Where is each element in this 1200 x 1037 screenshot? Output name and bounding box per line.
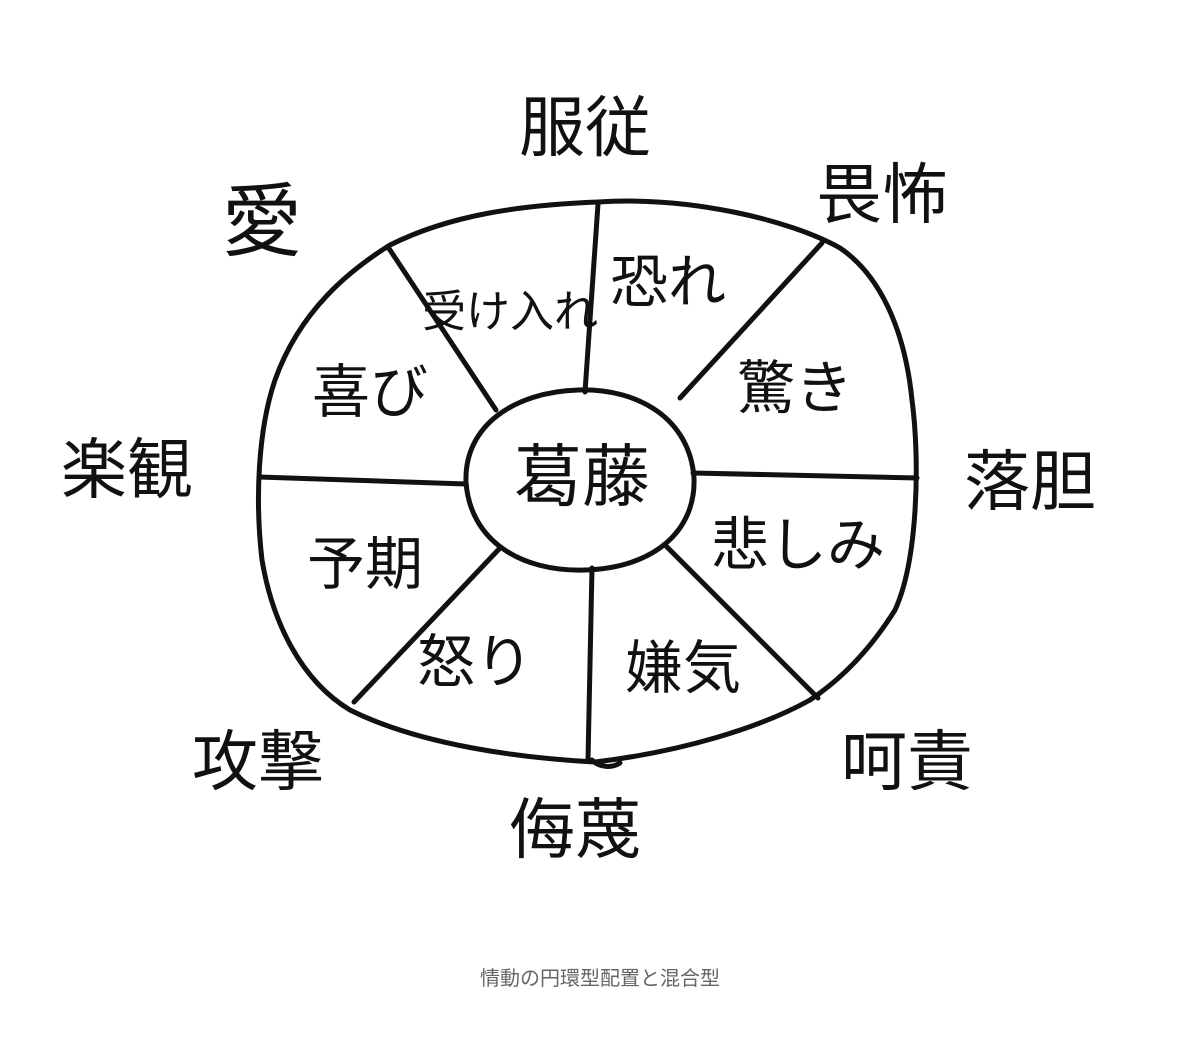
outer-label-remorse: 呵責 — [841, 724, 973, 801]
sector-label-acceptance: 受け入れ — [422, 287, 598, 338]
bottom-tick — [589, 757, 623, 769]
spoke-top-right — [677, 240, 825, 401]
outer-label-submission: 服従 — [519, 90, 651, 167]
spoke-top — [582, 201, 601, 395]
outer-label-awe: 畏怖 — [816, 157, 948, 234]
outer-label-contempt: 侮蔑 — [509, 792, 641, 869]
outer-label-aggressiveness: 攻撃 — [192, 724, 324, 801]
outer-label-optimism: 楽観 — [61, 432, 193, 509]
sector-label-anger: 怒り — [417, 628, 533, 696]
spoke-right — [690, 470, 920, 481]
sector-label-surprise: 驚き — [737, 354, 853, 422]
spoke-bottom-left — [351, 545, 503, 705]
spoke-left — [256, 474, 469, 487]
outer-label-disappointment: 落胆 — [964, 444, 1096, 521]
outer-label-love: 愛 — [222, 176, 302, 269]
sector-label-disgust: 嫌気 — [625, 634, 741, 702]
center-label: 葛藤 — [514, 439, 650, 518]
figure-caption: 情動の円環型配置と混合型 — [480, 966, 720, 990]
center-circle — [463, 387, 697, 573]
spoke-bottom — [585, 565, 595, 763]
sector-label-sadness: 悲しみ — [711, 511, 885, 579]
sector-label-anticipation: 予期 — [307, 530, 423, 598]
sector-label-joy: 喜び — [312, 358, 428, 426]
sector-label-fear: 恐れ — [610, 248, 726, 316]
spoke-top-left — [385, 244, 499, 413]
spoke-bottom-right — [663, 543, 821, 701]
